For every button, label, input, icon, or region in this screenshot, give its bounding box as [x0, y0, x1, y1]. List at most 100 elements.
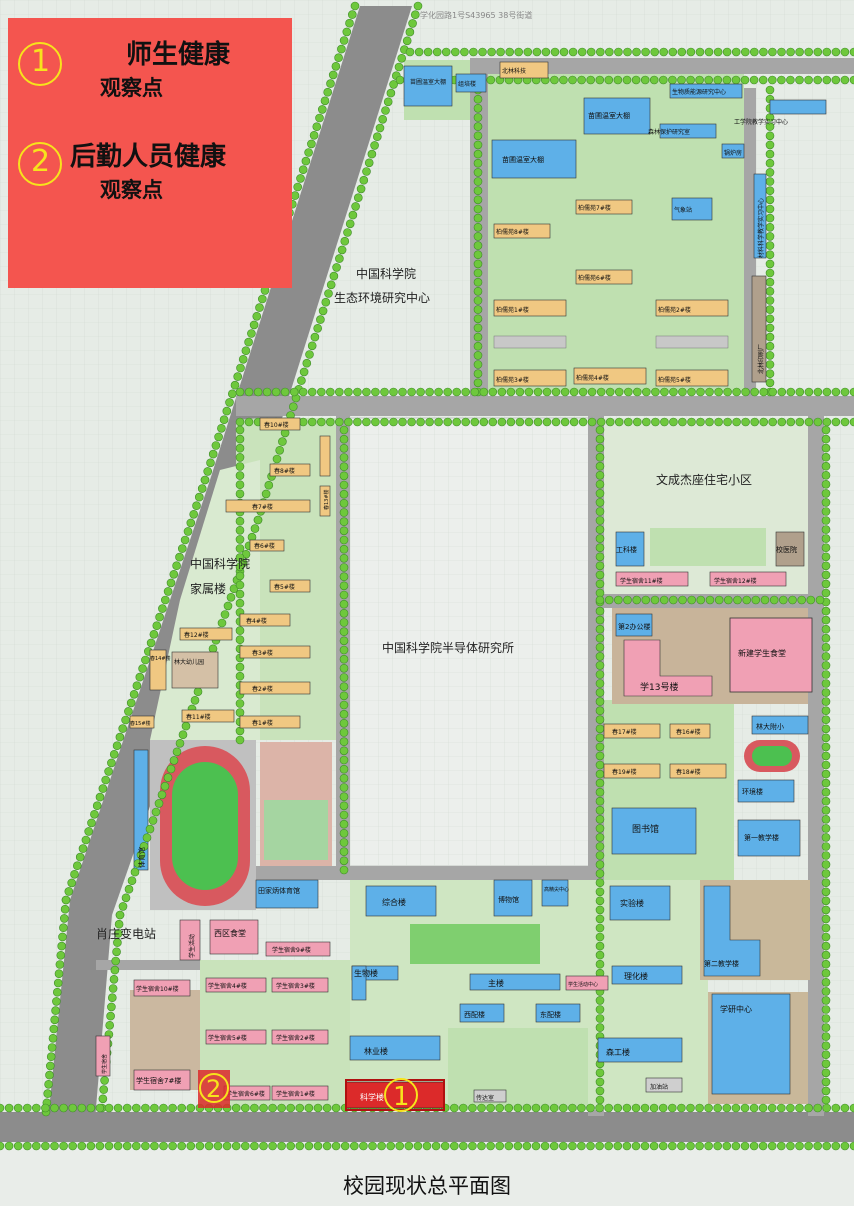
bldg-office2: 第2办公楼 [618, 622, 650, 631]
label-semiconductor: 中国科学院半导体研究所 [382, 640, 514, 655]
tree [452, 417, 462, 427]
bldg-chun3: 春3#楼 [252, 649, 273, 657]
tree [595, 715, 605, 725]
tree [434, 387, 443, 397]
tree [821, 633, 831, 643]
tree [568, 1103, 577, 1113]
tree [50, 1015, 60, 1025]
tree [640, 75, 650, 85]
tree [337, 245, 347, 255]
tree [431, 1141, 441, 1151]
tree [163, 587, 173, 596]
label-wencheng: 文成杰座住宅小区 [656, 472, 752, 487]
tree [339, 654, 349, 664]
tree [650, 595, 660, 605]
tree [339, 755, 349, 765]
tree [821, 679, 831, 688]
tree [339, 572, 349, 582]
tree [496, 47, 505, 57]
tree [678, 387, 687, 397]
tree [813, 1141, 823, 1151]
tree [695, 75, 704, 85]
tree [368, 1141, 377, 1151]
tree [372, 132, 382, 141]
tree [531, 1141, 541, 1151]
tree [705, 387, 714, 397]
tree [60, 914, 69, 923]
tree [765, 177, 775, 186]
tree [587, 417, 597, 427]
tree [133, 859, 143, 868]
tree [821, 1086, 831, 1096]
bldg-chun13: 春13#楼 [323, 489, 330, 510]
tree [235, 544, 245, 553]
tree [749, 1141, 759, 1151]
tree [118, 902, 128, 911]
tree [788, 595, 797, 605]
tree [577, 1141, 586, 1151]
tree [533, 417, 543, 427]
tree [821, 941, 831, 951]
tree [795, 1141, 804, 1151]
tree [45, 1061, 55, 1071]
tree [296, 174, 305, 183]
tree [339, 498, 349, 508]
tree [821, 860, 831, 869]
bldg-science-center: 材料科学教学实习中心 [757, 198, 765, 258]
tree [159, 1141, 168, 1151]
tree [339, 618, 349, 627]
tree [280, 387, 290, 397]
tree [767, 1103, 777, 1113]
tree [331, 1141, 341, 1151]
tree [395, 75, 405, 85]
tree [821, 950, 831, 960]
tree [107, 1002, 116, 1012]
bldg-museum: 博物馆 [498, 895, 519, 904]
tree [235, 453, 245, 462]
tree [765, 195, 775, 205]
tree [208, 449, 218, 459]
tree [339, 856, 349, 866]
bldg-student-center: 学生活动中心 [568, 981, 598, 988]
tree [640, 1103, 650, 1113]
tree [255, 303, 264, 312]
tree [339, 563, 349, 572]
tree [250, 1103, 259, 1113]
tree [375, 123, 385, 133]
tree [380, 417, 389, 427]
bldg-guard: 传达室 [476, 1094, 494, 1102]
tree [821, 1077, 831, 1087]
tree [632, 595, 642, 605]
tree [695, 1141, 704, 1151]
tree [84, 827, 93, 836]
bldg-dorm5: 学生宿舍5#楼 [208, 1034, 247, 1042]
bldg-dorm10: 学生宿舍10#楼 [136, 985, 179, 993]
tree [175, 552, 184, 562]
tree [353, 387, 362, 397]
tree [687, 387, 696, 397]
tree [769, 595, 779, 605]
tree [840, 1141, 850, 1151]
tree [339, 700, 349, 710]
bldg-forest-inst: 森林保护研究室 [648, 128, 690, 136]
tree [190, 695, 200, 705]
tree [235, 735, 245, 745]
tree [44, 1080, 53, 1089]
tree [353, 417, 362, 427]
tree [740, 1103, 750, 1113]
tree [115, 910, 125, 920]
tree [307, 387, 317, 397]
tree [506, 417, 516, 427]
tree [595, 878, 605, 888]
tree [740, 1141, 750, 1151]
tree [326, 280, 336, 290]
bldg-boiler: 锅炉房 [724, 149, 742, 157]
tree [322, 1141, 332, 1151]
tree [235, 443, 245, 453]
tree [186, 1103, 196, 1113]
tree [41, 1103, 50, 1113]
tree [371, 417, 380, 427]
tree [550, 47, 560, 57]
tree [339, 847, 349, 857]
bldg-senggong: 森工楼 [606, 1047, 630, 1057]
